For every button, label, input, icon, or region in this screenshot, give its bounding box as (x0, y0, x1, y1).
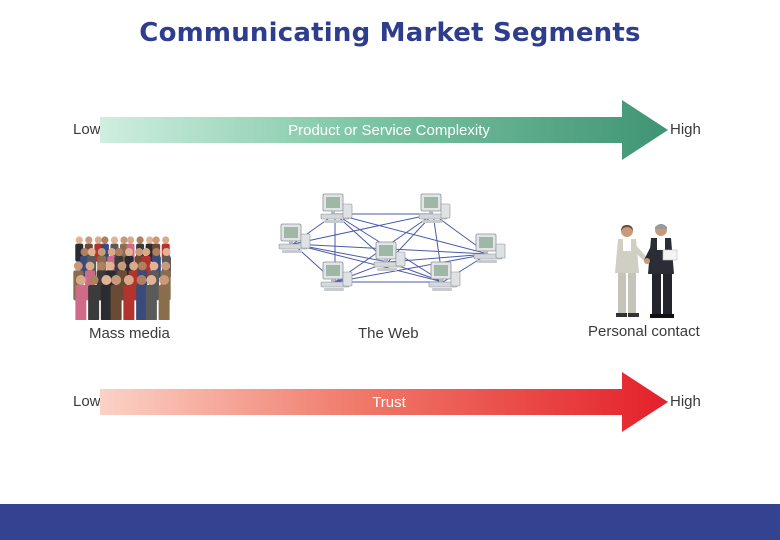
trust-arrow: Trust (100, 372, 668, 432)
complexity-arrow: Product or Service Complexity (100, 100, 668, 160)
page-title: Communicating Market Segments (139, 18, 641, 48)
trust-arrow-label: Trust (372, 393, 406, 411)
crowd-icon (70, 228, 180, 321)
footer-bar (0, 504, 780, 540)
mass-media-caption: Mass media (89, 325, 170, 342)
personal-contact-caption: Personal contact (588, 323, 700, 340)
network-icon (268, 182, 518, 304)
complexity-high-label: High (670, 121, 701, 138)
complexity-arrow-label: Product or Service Complexity (288, 121, 490, 139)
the-web-caption: The Web (358, 325, 419, 342)
complexity-low-label: Low (73, 121, 101, 138)
trust-arrow-shape (100, 372, 668, 432)
trust-low-label: Low (73, 393, 101, 410)
trust-high-label: High (670, 393, 701, 410)
handshake-icon (605, 220, 685, 320)
complexity-arrow-shape (100, 100, 668, 160)
